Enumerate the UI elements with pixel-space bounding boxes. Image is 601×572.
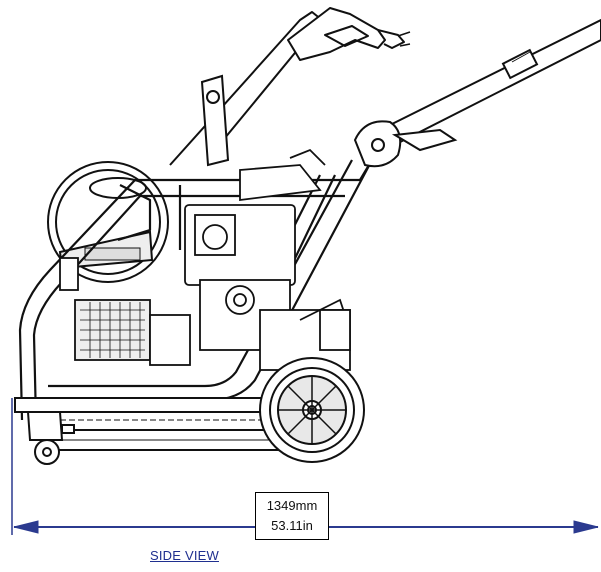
- base-tray: [14, 397, 291, 451]
- lance: [388, 18, 601, 144]
- handle-bracket: [200, 74, 230, 167]
- engine: [184, 148, 351, 371]
- dimension-label: 1349mm 53.11in: [255, 492, 329, 540]
- handle-pivot: [353, 120, 458, 168]
- front-caster: [26, 411, 75, 465]
- rear-wheel: [259, 357, 365, 463]
- dimension-mm: 1349mm: [266, 498, 318, 513]
- view-title: SIDE VIEW: [150, 548, 219, 563]
- frame: [18, 159, 373, 421]
- dimension-inch: 53.11in: [271, 518, 313, 533]
- pump: [59, 257, 191, 366]
